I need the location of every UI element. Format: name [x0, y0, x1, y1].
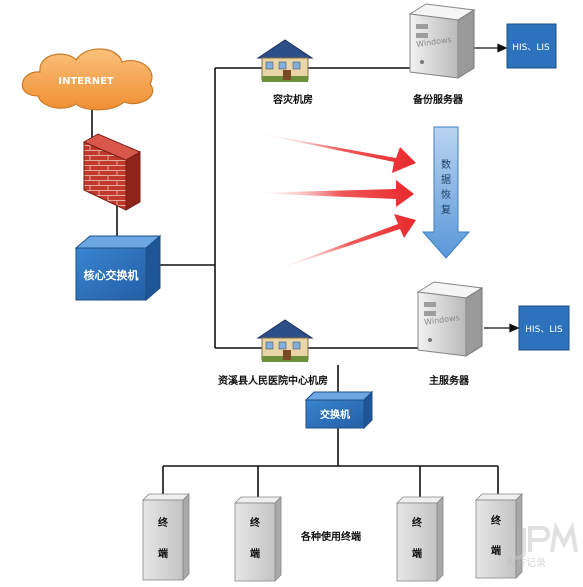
sync-arrow-top [246, 131, 416, 173]
terminal-4-char-2: 端 [491, 544, 501, 557]
main-room-icon [256, 319, 314, 362]
recovery-char-1: 数 [441, 158, 451, 171]
terminal-1: 终 端 [142, 493, 190, 581]
sync-arrow-bottom [266, 214, 416, 273]
recovery-char-3: 恢 [441, 188, 451, 201]
recovery-char-4: 复 [441, 203, 451, 216]
firewall-icon [82, 133, 142, 211]
backup-server-label: 备份服务器 [413, 95, 463, 106]
backup-his-lis-box: HIS、LIS [506, 23, 557, 69]
sync-arrow-middle [248, 180, 414, 207]
watermark-logo: 和方记录 [506, 521, 578, 569]
terminal-1-char-2: 端 [158, 547, 168, 560]
core-switch-label: 核心交换机 [84, 268, 139, 282]
terminal-2-char-1: 终 [250, 516, 261, 529]
terminal-2: 终 端 [234, 496, 282, 582]
connection-lines [91, 67, 499, 497]
terminal-2-char-2: 端 [250, 547, 260, 560]
terminal-4-char-1: 终 [491, 514, 502, 527]
terminal-4: 终 端 [475, 493, 523, 579]
internet-label: INTERNET [58, 76, 114, 87]
backup-room-label: 容灾机房 [273, 95, 313, 106]
server-his-links [472, 43, 520, 333]
main-room-label: 资溪县人民医院中心机房 [218, 376, 328, 387]
main-his-lis-label: HIS、LIS [525, 325, 563, 335]
main-his-lis-box: HIS、LIS [518, 305, 570, 351]
terminal-3-char-1: 终 [412, 516, 423, 529]
core-switch: 核心交换机 [74, 234, 162, 302]
terminal-1-char-1: 终 [158, 516, 169, 529]
backup-his-lis-label: HIS、LIS [512, 43, 550, 53]
terminal-3-char-2: 端 [412, 547, 422, 560]
data-recovery-arrow: 数 据 恢 复 [421, 126, 471, 259]
internet-cloud: INTERNET [21, 48, 154, 111]
terminal-3: 终 端 [396, 496, 444, 582]
main-server-icon: Windows [416, 281, 484, 357]
access-switch-label: 交换机 [320, 408, 350, 421]
backup-room-icon [256, 39, 314, 82]
backup-server-icon: Windows [408, 3, 476, 79]
access-switch: 交换机 [304, 390, 374, 430]
sync-arrows [246, 131, 416, 273]
recovery-char-2: 据 [441, 173, 451, 186]
watermark-text: 和方记录 [506, 556, 546, 569]
terminals-caption: 各种使用终端 [301, 532, 361, 543]
main-server-label: 主服务器 [429, 376, 469, 387]
